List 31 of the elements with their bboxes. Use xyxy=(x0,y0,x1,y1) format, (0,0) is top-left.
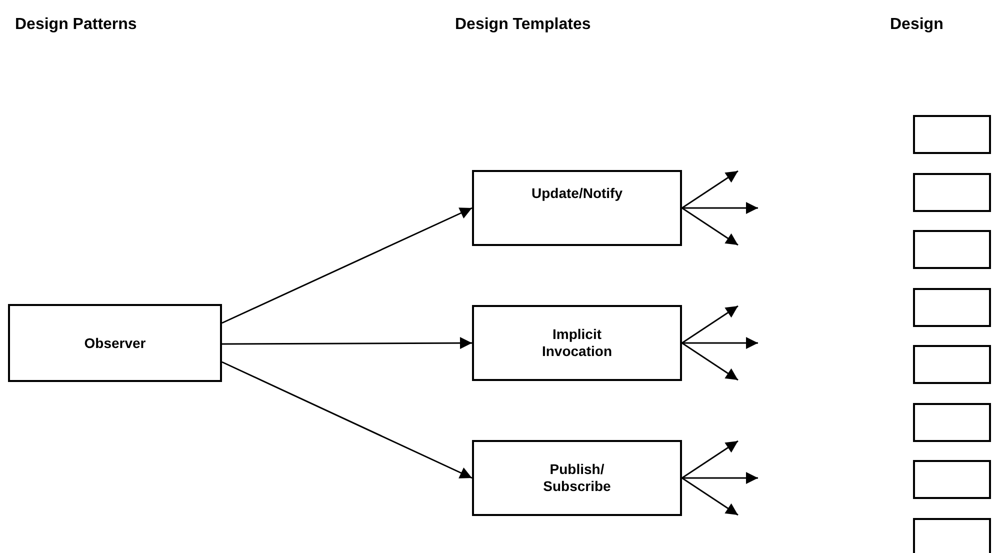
empty-box xyxy=(913,460,991,499)
empty-box xyxy=(913,172,991,212)
arrow xyxy=(682,305,738,344)
process-box xyxy=(472,170,682,246)
column-heading: Design xyxy=(890,16,944,34)
arrow xyxy=(682,170,738,209)
arrow xyxy=(222,361,472,479)
empty-box xyxy=(913,518,991,553)
column-heading: Design Templates xyxy=(455,16,591,34)
arrow xyxy=(222,207,472,324)
arrow xyxy=(682,477,738,516)
empty-box xyxy=(913,115,991,154)
node-label: Observer xyxy=(84,334,146,352)
arrow xyxy=(682,342,738,381)
arrow xyxy=(682,207,738,246)
empty-box xyxy=(913,345,991,384)
process-box xyxy=(472,305,682,381)
process-box xyxy=(8,304,222,382)
arrow xyxy=(682,440,738,479)
empty-box xyxy=(913,230,991,269)
empty-box xyxy=(913,402,991,442)
node-label: Update/Notify xyxy=(532,184,622,202)
column-heading: Design Patterns xyxy=(15,16,137,34)
arrow xyxy=(682,337,758,349)
arrow xyxy=(682,202,758,214)
node-label: Publish/ Subscribe xyxy=(542,461,612,495)
arrow xyxy=(222,337,472,350)
node-label: Implicit Invocation xyxy=(540,326,613,360)
arrow xyxy=(682,472,758,484)
empty-box xyxy=(913,288,991,326)
process-box xyxy=(472,440,682,516)
